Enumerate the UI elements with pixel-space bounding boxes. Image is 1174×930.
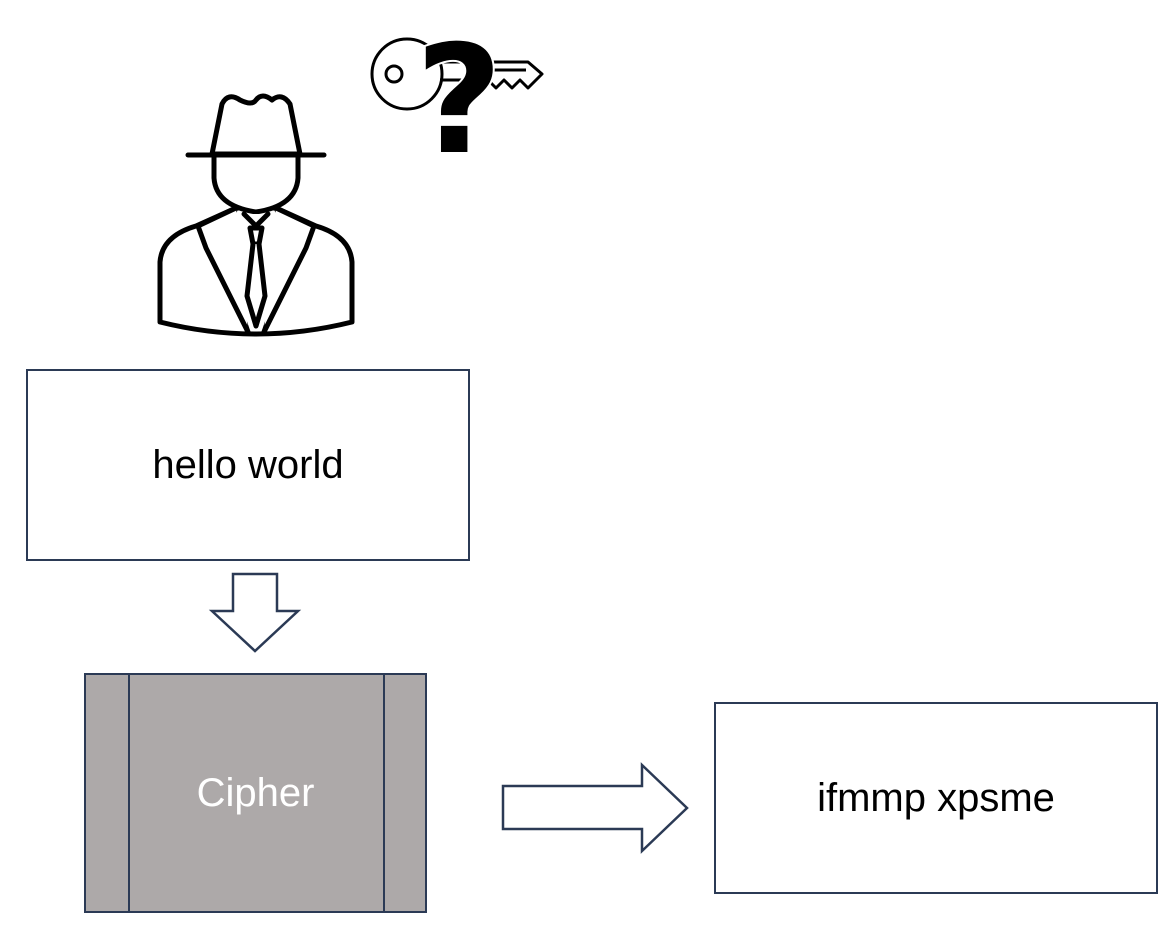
plaintext-box: hello world (26, 369, 470, 561)
svg-text:?: ? (415, 14, 502, 188)
cipher-block-right-bar (383, 675, 385, 911)
cipher-block-left-bar (128, 675, 130, 911)
cipher-label: Cipher (196, 770, 315, 815)
ciphertext-label: ifmmp xpsme (817, 775, 1055, 820)
plaintext-label: hello world (152, 442, 344, 487)
ciphertext-box: ifmmp xpsme (714, 702, 1158, 894)
cipher-block: Cipher (84, 673, 427, 913)
